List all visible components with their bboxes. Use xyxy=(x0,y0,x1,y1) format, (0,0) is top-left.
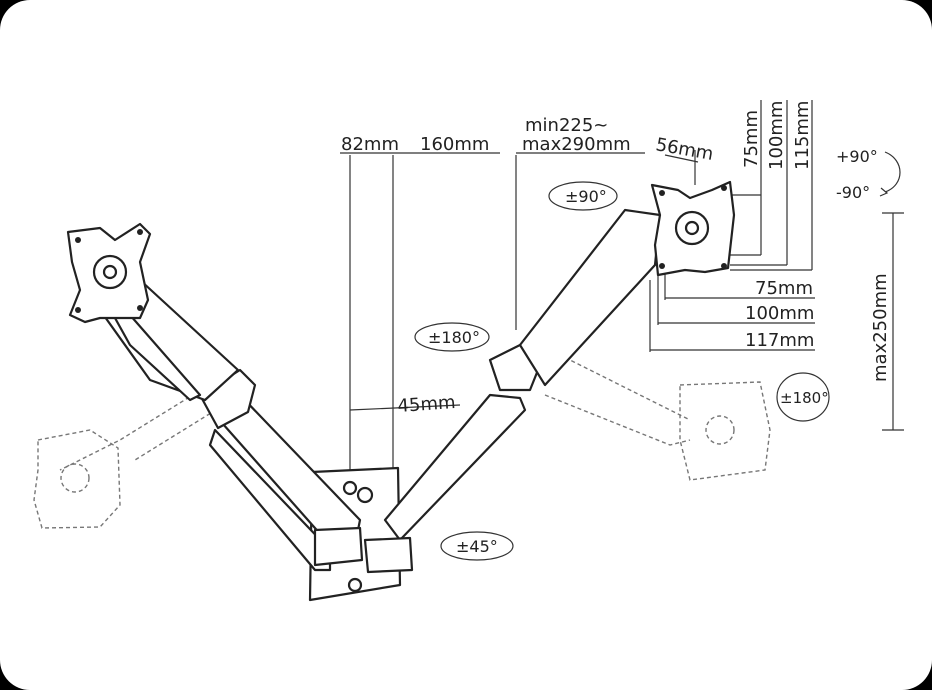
rotation-45-ring xyxy=(440,531,514,561)
left-vesa-plate xyxy=(66,222,152,324)
rotation-180-right-label: ±180° xyxy=(780,389,829,407)
rotation-90-label: ±90° xyxy=(565,187,607,206)
tilt-arrow-icon xyxy=(879,187,889,197)
right-arm xyxy=(363,208,662,574)
dim-160mm: 160mm xyxy=(420,134,489,155)
dim-56mm: 56mm xyxy=(654,134,715,165)
rotation-180-right-ring xyxy=(776,372,830,422)
dim-reach-max: max290mm xyxy=(522,134,631,155)
tilt-arc xyxy=(884,151,901,193)
dim-100mm-vertical: 100mm xyxy=(766,101,787,170)
rotation-180-mid-ring xyxy=(414,322,490,352)
dim-117mm-horizontal: 117mm xyxy=(745,330,814,351)
dim-reach-min: min225~ xyxy=(525,115,608,136)
dimension-lines xyxy=(340,100,904,470)
dim-115mm-vertical: 115mm xyxy=(792,101,813,170)
dim-75mm-horizontal: 75mm xyxy=(755,278,813,299)
rotation-45-label: ±45° xyxy=(456,537,498,556)
tilt-up-label: +90° xyxy=(836,147,878,166)
rotation-90-ring xyxy=(548,181,618,211)
ghost-right-arm xyxy=(539,344,771,481)
dim-45mm: 45mm xyxy=(397,392,456,417)
dim-82mm: 82mm xyxy=(341,134,399,155)
right-vesa-plate xyxy=(650,180,736,277)
dim-height: max250mm xyxy=(870,273,891,382)
rotation-180-mid-label: ±180° xyxy=(428,328,480,347)
tilt-down-label: -90° xyxy=(836,183,870,202)
left-arm xyxy=(98,278,364,572)
ghost-left-arm xyxy=(33,374,241,529)
dim-100mm-horizontal: 100mm xyxy=(745,303,814,324)
dim-75mm-vertical: 75mm xyxy=(741,110,762,168)
